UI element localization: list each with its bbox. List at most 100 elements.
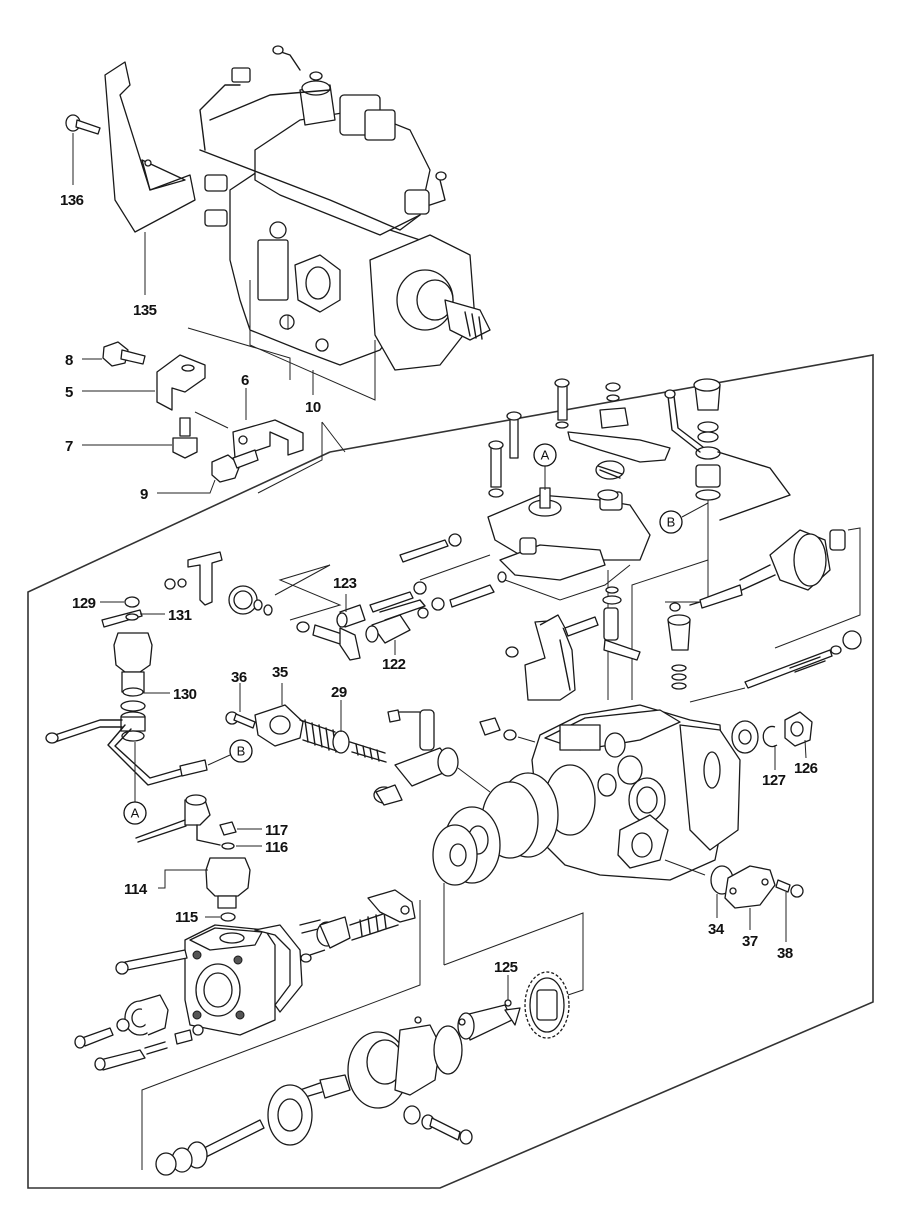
label-37: 37 — [742, 933, 758, 950]
ref-marker-b-top: B — [659, 502, 709, 534]
part-127-clip — [762, 725, 778, 748]
label-129: 129 — [72, 595, 96, 612]
lower-subframe-1 — [141, 900, 421, 1170]
guide-5-pump — [187, 327, 291, 380]
drive-gear — [524, 971, 570, 1039]
part-29-washer — [332, 730, 350, 754]
center-pin-stack — [602, 586, 641, 661]
lower-pins — [403, 1105, 473, 1145]
guide-linkage — [274, 564, 342, 621]
label-127: 127 — [762, 772, 786, 789]
ref-marker-b-left: B — [207, 739, 253, 766]
delivery-fitting-stack — [664, 378, 791, 521]
leader-114 — [158, 869, 208, 889]
assembled-pump — [199, 45, 491, 371]
leader-9 — [157, 479, 216, 494]
guide-9-frame — [257, 422, 323, 494]
spring-large — [299, 719, 341, 753]
governor-cover — [487, 487, 651, 601]
left-delivery-stack — [101, 596, 153, 742]
bearing-ring — [731, 720, 759, 754]
drive-shaft-assembly — [457, 978, 521, 1041]
part-136-bolt — [65, 114, 101, 135]
label-117: 117 — [265, 822, 288, 839]
label-136: 136 — [60, 192, 84, 209]
label-114: 114 — [124, 881, 148, 898]
label-7: 7 — [65, 438, 73, 455]
label-5: 5 — [65, 384, 73, 401]
ref-marker-a-left: A — [123, 742, 147, 825]
label-38: 38 — [777, 945, 793, 962]
label-10: 10 — [305, 399, 321, 416]
label-116: 116 — [265, 839, 288, 856]
spring-small — [349, 741, 387, 763]
part-135-bracket — [104, 61, 196, 233]
fuel-pipe — [45, 719, 208, 786]
sensor-wire-117 — [135, 794, 237, 850]
head-left-screw — [115, 949, 188, 975]
part-123-sleeve — [336, 604, 366, 628]
ref-marker-a-top-text: A — [541, 448, 550, 463]
solenoid-bracket — [505, 614, 599, 701]
label-34: 34 — [708, 921, 725, 938]
part-36-screw — [225, 711, 256, 729]
governor-bolts — [488, 378, 570, 498]
leader-126 — [804, 739, 807, 759]
label-125: 125 — [494, 959, 518, 976]
label-36: 36 — [231, 669, 247, 686]
part-115-oring — [220, 912, 236, 922]
right-shaft — [689, 630, 862, 703]
label-29: 29 — [331, 684, 347, 701]
screw-row-upper — [369, 533, 507, 619]
timer-piston — [699, 527, 861, 649]
guide-plunger — [457, 767, 491, 793]
ref-marker-a-left-text: A — [131, 806, 140, 821]
label-122: 122 — [382, 656, 406, 673]
pump-housing — [531, 704, 741, 881]
lower-subframe-2 — [443, 912, 584, 997]
guide-pump-drop-1 — [249, 280, 376, 401]
label-131: 131 — [168, 607, 192, 624]
assembly-frame — [27, 354, 874, 1189]
part-labels: 136 135 8 5 6 7 10 9 129 131 123 122 36 … — [60, 192, 818, 976]
label-135: 135 — [133, 302, 157, 319]
governor-weight-holder — [347, 1016, 466, 1109]
label-35: 35 — [272, 664, 288, 681]
label-126: 126 — [794, 760, 818, 777]
part-37-cover — [724, 865, 776, 909]
linkage-shaft — [296, 621, 361, 661]
label-115: 115 — [175, 909, 198, 926]
label-130: 130 — [173, 686, 197, 703]
ref-marker-a-top: A — [533, 443, 557, 490]
part-6-bracket — [232, 419, 304, 459]
part-7-bolt — [172, 417, 198, 459]
linkage-plate — [164, 551, 223, 606]
part-9-bolt — [211, 449, 259, 483]
part-8-bolt — [102, 341, 146, 367]
part-122-adjuster — [365, 599, 426, 644]
label-123: 123 — [333, 575, 357, 592]
guide-vertical-3 — [631, 559, 709, 700]
drive-discs — [432, 772, 559, 965]
head-lower-parts — [94, 1024, 204, 1071]
part-38-bolt — [775, 879, 804, 898]
label-6: 6 — [241, 372, 249, 389]
part-35-flange — [254, 704, 304, 747]
plunger-parts — [373, 709, 459, 806]
guide-screw-row — [419, 554, 491, 581]
ref-marker-b-left-text: B — [237, 744, 246, 759]
guide-cover — [664, 859, 706, 876]
ref-marker-b-top-text: B — [667, 515, 676, 530]
governor-lever — [567, 382, 671, 480]
guide-6-pump — [194, 411, 229, 429]
spring-coil — [228, 585, 273, 616]
distributor-head — [184, 924, 303, 1036]
part-126-nut — [784, 711, 813, 747]
lower-spring-cam — [155, 1074, 351, 1176]
part-114-valve — [205, 857, 251, 909]
head-plug — [74, 994, 169, 1049]
part-5-bracket — [156, 354, 206, 411]
label-9: 9 — [140, 486, 148, 503]
head-rear-parts — [299, 889, 416, 963]
